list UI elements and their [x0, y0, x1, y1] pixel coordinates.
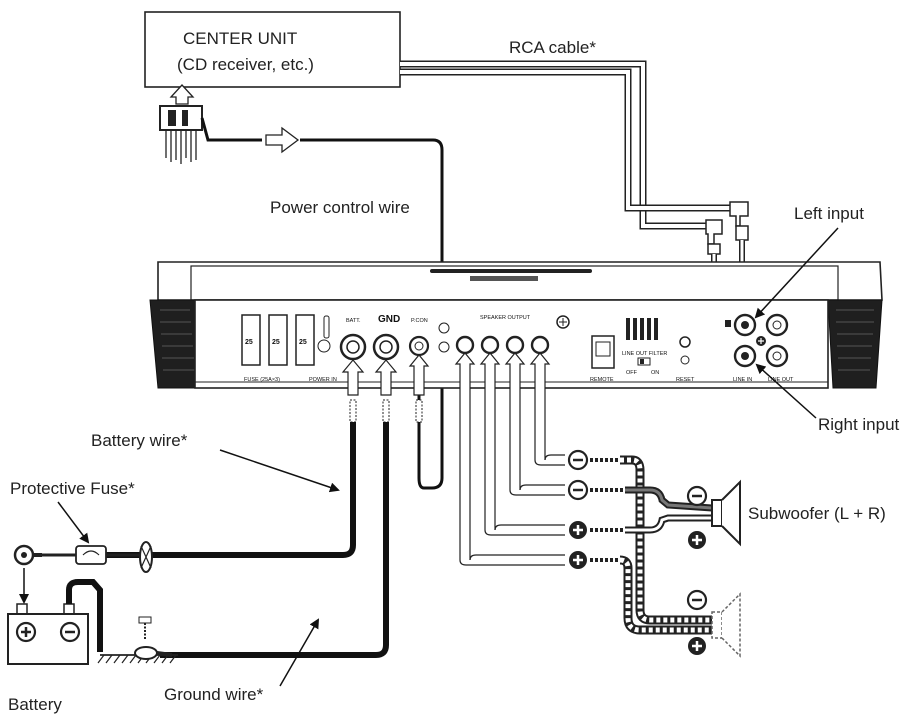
plus-icon: [569, 521, 587, 539]
battery-label: Battery: [8, 695, 62, 714]
up-arrow-icon: [169, 84, 195, 105]
left-input-label: Left input: [794, 204, 864, 223]
remote-label: REMOTE: [590, 377, 614, 383]
center-unit: CENTER UNIT (CD receiver, etc.): [144, 11, 401, 88]
gnd-terminal: [372, 333, 400, 361]
subwoofer-label: Subwoofer (L + R): [748, 504, 886, 523]
terminal-up-arrows: [341, 352, 551, 560]
plus-icon: [688, 531, 706, 549]
fuse-3-value: 25: [299, 339, 307, 346]
battery-wire-arrow: [219, 449, 340, 493]
line-in-label: LINE IN: [733, 377, 752, 383]
chassis-ground-icon: [97, 616, 178, 664]
minus-icon: [686, 485, 708, 507]
minus-icon: [567, 479, 589, 501]
filter-off-label: OFF: [626, 370, 638, 376]
fuse-caption: FUSE (25A×3): [244, 377, 280, 383]
protective-fuse-label: Protective Fuse*: [10, 479, 135, 498]
hollow-right-arrow-icon: [265, 126, 300, 154]
reset-button: RESET: [676, 336, 695, 383]
battery-wire: [105, 422, 356, 558]
minus-icon: [686, 589, 708, 611]
pcon-label: P.CON: [411, 318, 428, 324]
line-out-filter: LINE OUT FILTER OFF ON: [622, 318, 667, 376]
line-out-jacks: LINE OUT: [756, 313, 794, 383]
fuse-2-value: 25: [272, 339, 280, 346]
ground-wire-arrow: [279, 618, 319, 687]
remote-jack: REMOTE: [590, 335, 615, 383]
speaker-output-label: SPEAKER OUTPUT: [480, 315, 531, 321]
battery-wire-label: Battery wire*: [91, 431, 188, 450]
plus-icon: [688, 637, 706, 655]
fuse-block: 25 25 25 FUSE (25A×3) POWER IN: [241, 314, 337, 383]
second-speaker-icon: [711, 592, 741, 658]
center-unit-title: CENTER UNIT: [183, 29, 297, 48]
right-input-arrow: [755, 363, 817, 419]
rca-cable: [400, 60, 733, 230]
battery-ground-cable: [66, 579, 103, 652]
grommet-icon: [139, 541, 153, 573]
battery-icon: [7, 603, 89, 665]
power-control-wire-label: Power control wire: [270, 198, 410, 217]
speaker-wires: [590, 455, 713, 635]
protective-fuse-arrow: [57, 501, 90, 544]
filter-on-label: ON: [651, 370, 659, 376]
ring-terminal-icon: [13, 544, 42, 566]
line-in-jacks: LINE IN: [725, 313, 757, 383]
terminal-leads: [349, 399, 423, 423]
minus-icon: [567, 449, 589, 471]
batt-terminal: [339, 333, 367, 361]
plus-icon: [569, 551, 587, 569]
speaker-leads: [459, 454, 565, 566]
ground-wire-label: Ground wire*: [164, 685, 264, 704]
power-control-wire: [200, 117, 444, 490]
pcon-terminal: [408, 335, 430, 357]
ground-wire: [160, 422, 389, 658]
rca-cable-label: RCA cable*: [509, 38, 596, 57]
reset-label: RESET: [676, 377, 695, 383]
fuse-holder-icon: [75, 545, 107, 565]
line-out-label: LINE OUT: [768, 377, 794, 383]
iso-connector: [159, 105, 203, 164]
line-out-filter-label: LINE OUT FILTER: [622, 351, 667, 357]
right-input-label: Right input: [818, 415, 900, 434]
gnd-label: GND: [378, 314, 400, 325]
center-unit-subtitle: (CD receiver, etc.): [177, 55, 314, 74]
fuse-1-value: 25: [245, 339, 253, 346]
batt-label: BATT.: [346, 318, 361, 324]
left-input-arrow: [754, 227, 839, 319]
subwoofer-speaker-icon: [711, 479, 741, 547]
power-in-label: POWER IN: [309, 377, 337, 383]
